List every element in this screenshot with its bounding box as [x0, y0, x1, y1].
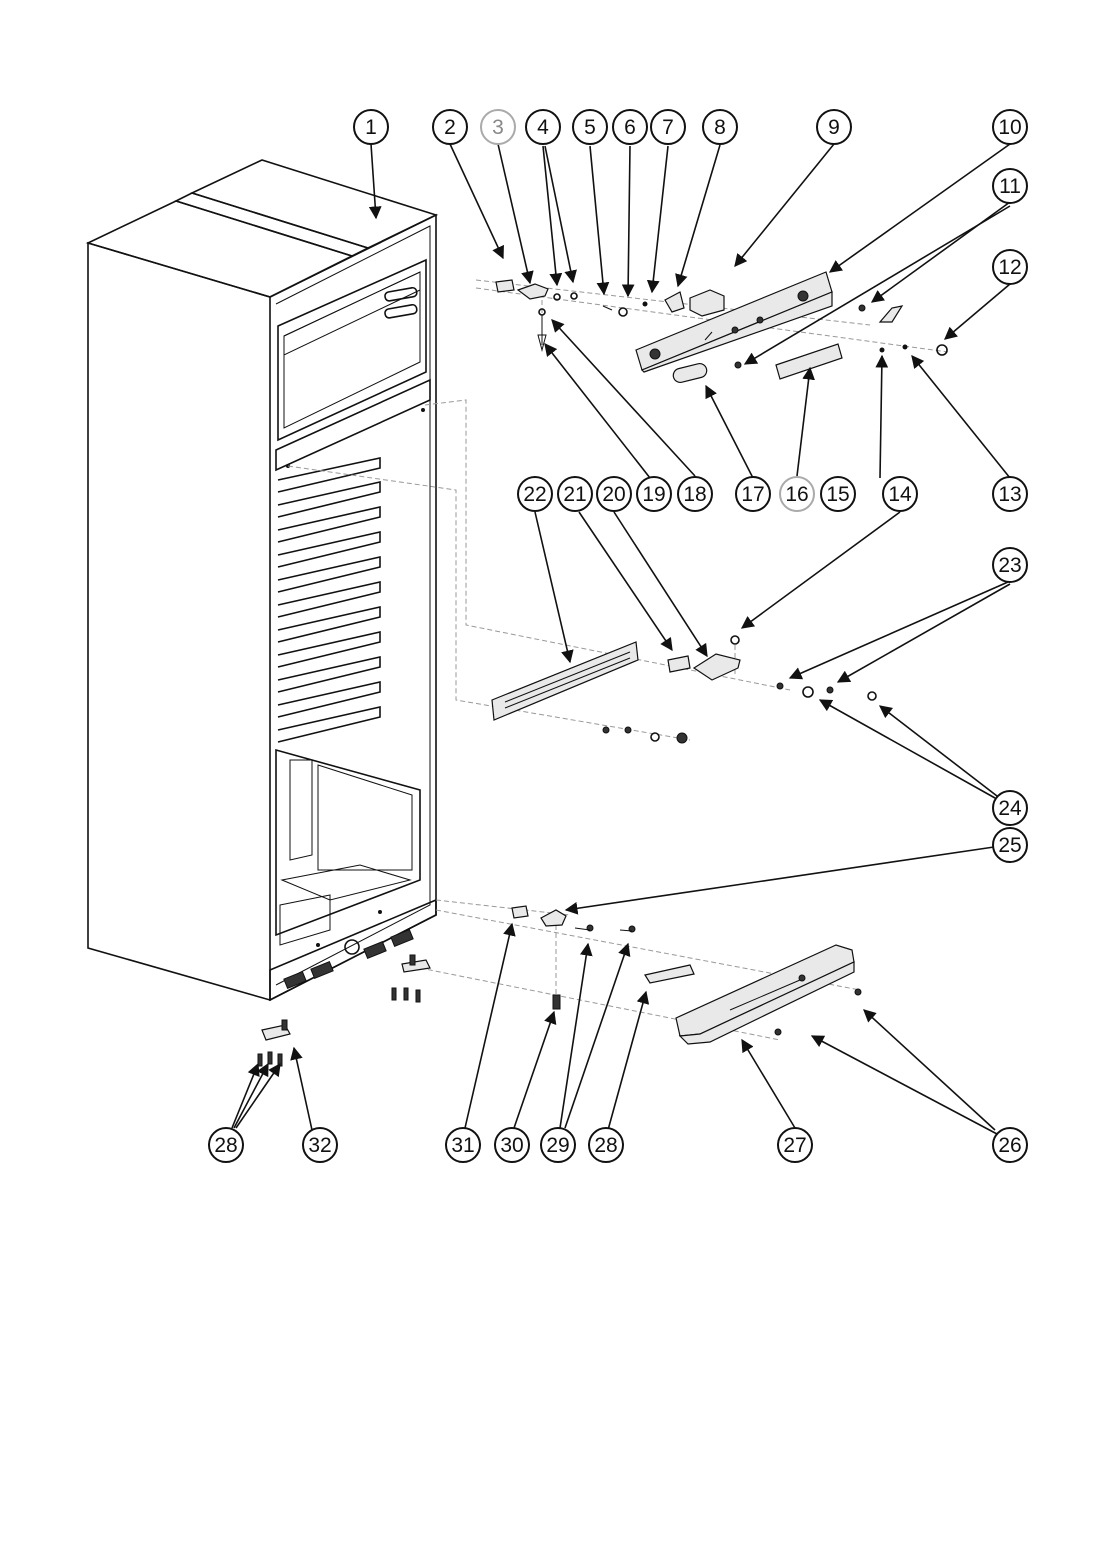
- svg-text:3: 3: [492, 116, 504, 139]
- callout-4: 4: [525, 109, 561, 145]
- svg-text:23: 23: [998, 554, 1021, 577]
- callout-13: 13: [992, 476, 1028, 512]
- callout-18: 18: [677, 476, 713, 512]
- callout-leaders: [231, 143, 1011, 1135]
- callout-19: 19: [636, 476, 672, 512]
- svg-text:29: 29: [546, 1134, 569, 1157]
- svg-text:2: 2: [444, 116, 456, 139]
- callout-14: 14: [882, 476, 918, 512]
- callout-1: 1: [353, 109, 389, 145]
- callout-30: 30: [494, 1127, 530, 1163]
- callout-31: 31: [445, 1127, 481, 1163]
- refrigerator-cabinet: [85, 159, 439, 1002]
- svg-text:10: 10: [998, 116, 1021, 139]
- svg-text:13: 13: [998, 483, 1021, 506]
- svg-text:15: 15: [826, 483, 849, 506]
- callout-20: 20: [596, 476, 632, 512]
- callout-29: 29: [540, 1127, 576, 1163]
- svg-text:1: 1: [365, 116, 377, 139]
- callout-23: 23: [992, 547, 1028, 583]
- svg-text:28: 28: [214, 1134, 237, 1157]
- svg-text:30: 30: [500, 1134, 523, 1157]
- svg-text:22: 22: [523, 483, 546, 506]
- top-trim-accessories: [672, 304, 948, 384]
- svg-text:32: 32: [308, 1134, 331, 1157]
- callout-11: 11: [992, 168, 1028, 204]
- bottom-hinge-parts: [257, 905, 695, 1067]
- callout-12: 12: [992, 249, 1028, 285]
- callout-8: 8: [702, 109, 738, 145]
- svg-text:19: 19: [642, 483, 665, 506]
- svg-text:7: 7: [662, 116, 674, 139]
- svg-text:27: 27: [783, 1134, 806, 1157]
- svg-text:5: 5: [584, 116, 596, 139]
- middle-hinge-parts: [491, 635, 877, 744]
- callout-22: 22: [517, 476, 553, 512]
- callout-26: 26: [992, 1127, 1028, 1163]
- svg-text:24: 24: [998, 797, 1022, 820]
- callout-32: 32: [302, 1127, 338, 1163]
- callout-24: 24: [992, 790, 1028, 826]
- svg-text:28: 28: [594, 1134, 617, 1157]
- callout-6: 6: [612, 109, 648, 145]
- callout-16: 16: [779, 476, 815, 512]
- callout-28a: 28: [208, 1127, 244, 1163]
- callout-10: 10: [992, 109, 1028, 145]
- svg-text:12: 12: [998, 256, 1021, 279]
- callout-27: 27: [777, 1127, 813, 1163]
- callout-28b: 28: [588, 1127, 624, 1163]
- svg-text:18: 18: [683, 483, 706, 506]
- svg-text:14: 14: [888, 483, 912, 506]
- svg-text:4: 4: [537, 116, 549, 139]
- svg-text:8: 8: [714, 116, 726, 139]
- svg-text:17: 17: [741, 483, 764, 506]
- svg-text:6: 6: [624, 116, 636, 139]
- svg-text:21: 21: [563, 483, 586, 506]
- callout-7: 7: [650, 109, 686, 145]
- svg-text:31: 31: [451, 1134, 474, 1157]
- callout-25: 25: [992, 827, 1028, 863]
- callout-17: 17: [735, 476, 771, 512]
- callout-15: 15: [820, 476, 856, 512]
- callout-5: 5: [572, 109, 608, 145]
- callout-2: 2: [432, 109, 468, 145]
- svg-text:16: 16: [785, 483, 808, 506]
- svg-text:20: 20: [602, 483, 625, 506]
- bottom-trim-bar: [675, 944, 862, 1045]
- callout-labels: 1 2 3 4 5 6 7 8 9 10 11 12 13 14 15 16 1…: [208, 109, 1028, 1163]
- callout-21: 21: [557, 476, 593, 512]
- rear-condenser-coils: [277, 457, 381, 743]
- svg-text:26: 26: [998, 1134, 1021, 1157]
- top-trim-bar: [635, 271, 833, 373]
- callout-3: 3: [480, 109, 516, 145]
- svg-text:25: 25: [998, 834, 1021, 857]
- callout-9: 9: [816, 109, 852, 145]
- svg-text:11: 11: [999, 175, 1021, 198]
- top-hinge-parts: [495, 279, 725, 352]
- svg-text:9: 9: [828, 116, 840, 139]
